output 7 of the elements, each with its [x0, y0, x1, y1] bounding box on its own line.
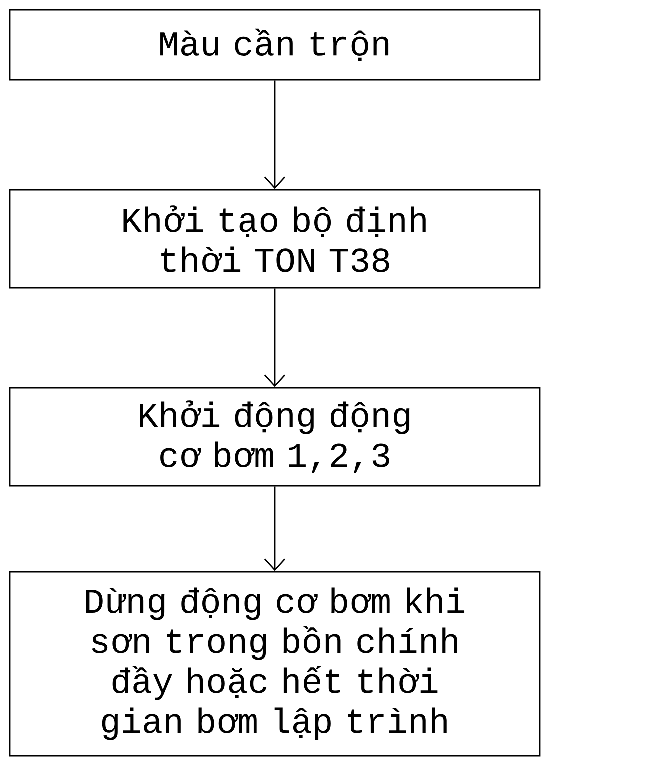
process-box: Khởi tạo bộ định thời TON T38 [9, 189, 541, 289]
arrow [264, 288, 286, 388]
process-box: Màu cần trộn [9, 9, 541, 81]
arrow [264, 80, 286, 190]
arrow [264, 486, 286, 572]
process-box: Dừng động cơ bơm khi sơn trong bồn chính đầy hoặc hết thời gian bơm lập trình [9, 571, 541, 757]
process-box: Khởi động động cơ bơm 1,2,3 [9, 387, 541, 487]
